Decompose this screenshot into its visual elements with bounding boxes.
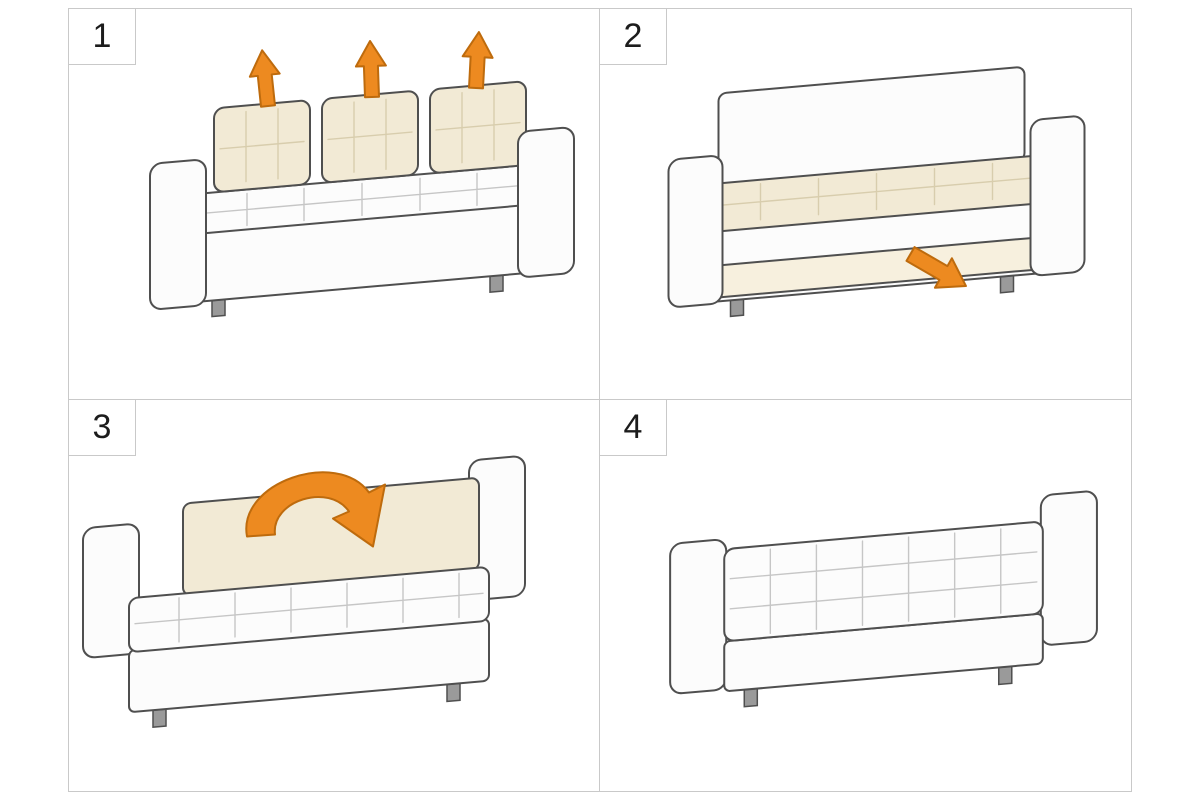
step-3-panel: 3 [69, 400, 600, 791]
step-number: 3 [92, 408, 112, 446]
sofa-step-3-illustration [82, 455, 526, 728]
seat-tufting [709, 162, 1042, 221]
step-number: 1 [92, 17, 112, 55]
back-cushion [321, 90, 419, 184]
instruction-diagram-frame: 1 [68, 8, 1132, 792]
left-armrest [149, 159, 207, 310]
up-arrows-icon [248, 31, 494, 108]
step-2-number-box: 2 [600, 9, 667, 65]
sofa-step-4-illustration [669, 490, 1098, 708]
sofa-leg [446, 682, 461, 703]
sofa-leg [997, 665, 1013, 686]
up-arrow-icon [461, 31, 494, 90]
back-cushion [213, 99, 311, 193]
sofa-body [667, 66, 1086, 318]
step-4-panel: 4 [600, 400, 1131, 791]
left-armrest [669, 538, 728, 695]
sofa-leg [489, 274, 504, 294]
step-3-number-box: 3 [69, 400, 136, 456]
fold-down-arrow-icon [245, 471, 386, 548]
up-arrow-icon [354, 40, 387, 99]
sofa-bed-body [669, 490, 1098, 708]
sofa-leg [729, 298, 745, 318]
cushion-tufting [219, 89, 521, 183]
extended-seat [128, 566, 490, 653]
flat-bed-surface [723, 521, 1044, 642]
seat-tufting [134, 572, 484, 643]
pull-out-arrow-icon [905, 246, 967, 289]
step-number: 2 [623, 17, 643, 55]
right-armrest [517, 126, 575, 278]
right-armrest [1029, 115, 1086, 277]
sofa-leg [211, 298, 226, 318]
sofa-leg [152, 708, 167, 728]
sofa-leg [999, 274, 1015, 294]
back-cushions [213, 80, 527, 193]
up-arrow-icon [248, 49, 281, 108]
step-4-number-box: 4 [600, 400, 667, 456]
sofa-step-2-illustration [667, 66, 1086, 318]
step-2-panel: 2 [600, 9, 1131, 400]
sofa-body [149, 80, 575, 318]
step-number: 4 [623, 408, 643, 446]
step-1-panel: 1 [69, 9, 600, 400]
back-cushion [429, 80, 527, 174]
left-armrest [667, 155, 724, 308]
step-1-number-box: 1 [69, 9, 136, 65]
right-armrest [1039, 490, 1098, 646]
seat-tufting [195, 172, 529, 227]
sofa-leg [743, 687, 759, 708]
bed-tufting [729, 528, 1038, 635]
sofa-step-1-illustration [149, 31, 575, 318]
left-armrest [82, 523, 140, 659]
